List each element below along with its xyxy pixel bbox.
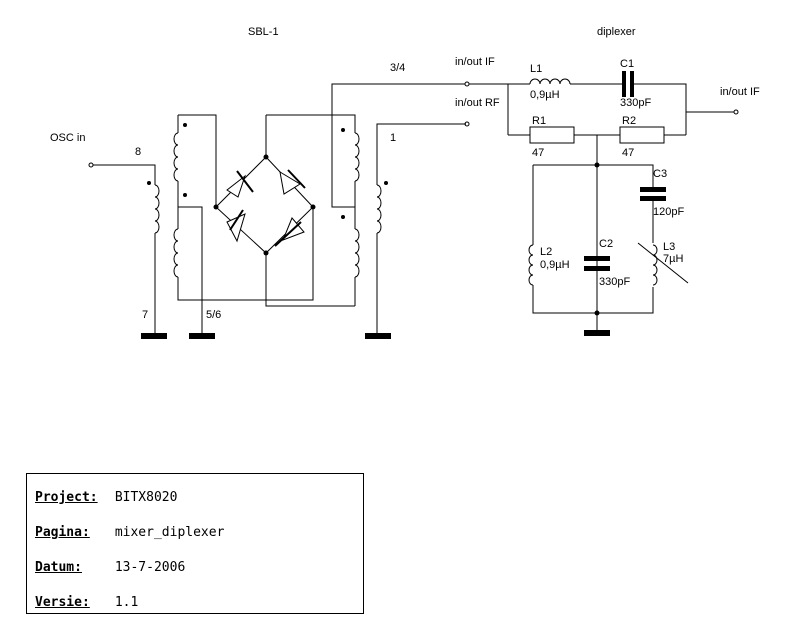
label-diplexer: diplexer — [597, 26, 636, 38]
title-row-pagina: Pagina: mixer_diplexer — [35, 525, 224, 540]
wire-pin56 — [178, 206, 203, 333]
diode-bridge-wires — [215, 156, 314, 254]
rf-terminal — [464, 121, 470, 127]
wire-rt-top2 — [332, 114, 356, 133]
label-C3: C3 — [653, 168, 667, 180]
coil-L2 — [528, 244, 534, 286]
cap-C1-plate-b — [630, 71, 634, 97]
resistor-R1 — [529, 126, 575, 144]
label-L1: L1 — [530, 63, 542, 75]
diode-D3 — [226, 213, 246, 243]
coil-rt-lower — [354, 228, 360, 278]
polarity-dot — [341, 215, 345, 219]
polarity-dot — [147, 181, 151, 185]
label-L3-val: 7µH — [663, 253, 683, 265]
polarity-dot — [384, 181, 388, 185]
l3-tuning-arrow — [637, 242, 689, 284]
if-terminal-left — [464, 81, 470, 87]
wire-rt-mid — [331, 115, 356, 229]
label-pin1: 1 — [390, 132, 396, 144]
cap-C2-plate-a — [584, 256, 610, 261]
project-value: BITX8020 — [114, 490, 178, 505]
title-row-datum: Datum: 13-7-2006 — [35, 560, 185, 575]
pagina-value: mixer_diplexer — [114, 525, 225, 540]
cap-C2-plate-b — [584, 266, 610, 271]
ground-pin56 — [189, 333, 215, 339]
junction-dot — [263, 250, 269, 256]
wire-diplexer-in — [469, 83, 509, 135]
junction-dot — [594, 310, 600, 316]
label-inout-rf: in/out RF — [455, 97, 500, 109]
label-pin7: 7 — [142, 309, 148, 321]
wire-c1 — [570, 83, 687, 135]
wire-shunt-bottom — [532, 285, 654, 314]
cap-C1-plate-a — [622, 71, 626, 97]
pagina-key: Pagina: — [35, 525, 90, 540]
coil-osc-primary — [154, 184, 160, 234]
junction-dot — [263, 154, 269, 160]
label-C2-val: 330pF — [599, 276, 630, 288]
label-R1-val: 47 — [532, 147, 544, 159]
if-terminal-right — [733, 109, 739, 115]
polarity-dot — [341, 128, 345, 132]
title-row-versie: Versie: 1.1 — [35, 595, 138, 610]
label-R2-val: 47 — [622, 147, 634, 159]
datum-value: 13-7-2006 — [114, 560, 186, 575]
label-osc-in: OSC in — [50, 132, 85, 144]
coil-sec-lower — [173, 228, 179, 278]
coil-L3 — [652, 244, 658, 286]
coil-L1 — [529, 78, 571, 85]
cap-C3-plate-b — [640, 196, 666, 201]
coil-sec-upper — [173, 132, 179, 182]
versie-key: Versie: — [35, 595, 90, 610]
label-inout-if-left: in/out IF — [455, 56, 495, 68]
datum-key: Datum: — [35, 560, 82, 575]
label-R2: R2 — [622, 115, 636, 127]
ground-diplexer — [584, 330, 610, 336]
polarity-dot — [183, 193, 187, 197]
coil-rt-upper — [354, 132, 360, 182]
osc-in-terminal — [88, 162, 94, 168]
label-L2-val: 0,9µH — [540, 259, 570, 271]
label-L1-val: 0,9µH — [530, 89, 560, 101]
title-block: Project: BITX8020 Pagina: mixer_diplexer… — [26, 473, 364, 614]
wire-if-out — [266, 83, 465, 116]
label-C2: C2 — [599, 238, 613, 250]
ground-pin7 — [141, 333, 167, 339]
diode-D1 — [226, 174, 246, 198]
label-R1: R1 — [532, 115, 546, 127]
label-sbl: SBL-1 — [248, 26, 279, 38]
wire-bottom-left — [177, 207, 314, 301]
coil-rf — [376, 184, 382, 234]
wire-top-left — [178, 114, 217, 207]
wire-osc — [93, 164, 156, 185]
wire-rf — [376, 123, 466, 185]
label-C1: C1 — [620, 58, 634, 70]
label-C1-val: 330pF — [620, 97, 651, 109]
junction-dot — [213, 204, 219, 210]
label-inout-if-right: in/out IF — [720, 86, 760, 98]
label-L2: L2 — [540, 246, 552, 258]
wire-bridge-bottom — [265, 253, 355, 307]
label-L3: L3 — [663, 241, 675, 253]
label-pin56: 5/6 — [206, 309, 221, 321]
resistor-R2 — [619, 126, 665, 144]
diode-bars — [229, 169, 306, 247]
label-pin8: 8 — [135, 146, 141, 158]
versie-value: 1.1 — [114, 595, 139, 610]
diode-D2 — [279, 171, 301, 195]
junction-dot — [594, 162, 600, 168]
polarity-dot — [183, 123, 187, 127]
project-key: Project: — [35, 490, 98, 505]
title-row-project: Project: BITX8020 — [35, 490, 177, 505]
wire-shunt-top — [533, 164, 654, 187]
label-pin34: 3/4 — [390, 62, 405, 74]
cap-C3-plate-a — [640, 187, 666, 192]
junction-dot — [310, 204, 316, 210]
label-C3-val: 120pF — [653, 206, 684, 218]
ground-pin1 — [365, 333, 391, 339]
